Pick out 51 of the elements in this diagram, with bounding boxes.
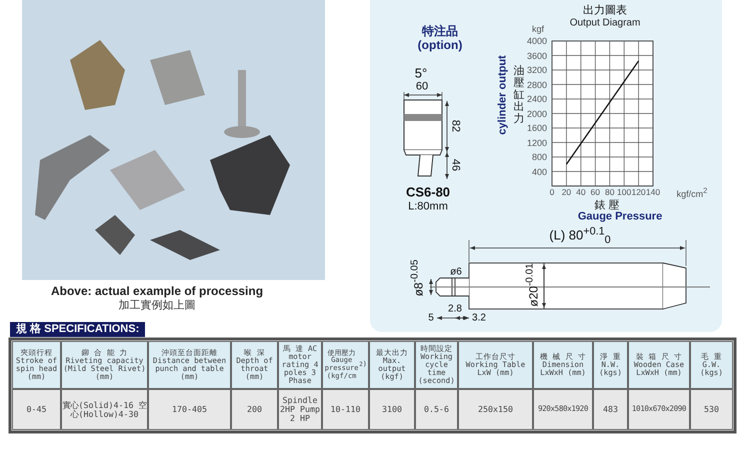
table-cell: 170-405 (148, 389, 231, 430)
dimension-label: 46 (448, 158, 462, 172)
tick-label: 4000 (526, 36, 547, 46)
table-cell: 483 (593, 389, 628, 430)
table-cell: 200 (231, 389, 278, 430)
tick-label: 1200 (526, 137, 547, 148)
tick-label: 3200 (526, 64, 547, 76)
tick-label: 40 (576, 188, 586, 198)
tick-label: 3600 (526, 50, 547, 61)
tick-label: 80 (604, 188, 614, 198)
length-note: L:80mm (408, 200, 448, 214)
table-cell: Spindle 2HP Pump 2 HP (278, 389, 322, 430)
model-name: CS6-80 (406, 186, 450, 200)
dimension-label: ø6 (450, 266, 462, 278)
dimension-label: 2.8 (448, 303, 462, 315)
axis-title: cylinder output (496, 55, 510, 135)
axis-title: 油壓缸出力 (513, 64, 525, 126)
dimension-label: 3.2 (472, 312, 486, 324)
tick-label: 800 (532, 152, 547, 162)
table-cell: 0.5-6 (415, 389, 458, 430)
axis-title: Gauge Pressure (578, 210, 662, 224)
table-cell: 530 (690, 389, 733, 430)
axis-unit: kgf/cm$^{2}$ (676, 186, 708, 200)
table-cell: 10-110 (322, 389, 369, 430)
option-heading: 特注品 (option) (416, 25, 464, 53)
axis-unit: kgf (532, 24, 544, 34)
tick-label: 120 (631, 188, 646, 198)
caption: 加工實例如上圖 (118, 300, 196, 312)
tick-label: 2000 (526, 108, 547, 119)
chart-title: Output Diagram (570, 17, 640, 29)
axis-title: 錶 壓 (594, 200, 620, 212)
tick-label: 60 (590, 188, 600, 198)
tick-label: 400 (532, 166, 547, 177)
tick-label: 1600 (526, 122, 547, 134)
dimension-label: 5 (428, 312, 434, 324)
dimension-label: 60 (416, 80, 428, 94)
tick-label: 140 (646, 188, 660, 198)
table-cell: 250x150 (458, 389, 533, 430)
dimension-label: 5° (414, 66, 428, 82)
section-heading: 規 格 SPECIFICATIONS: (10, 322, 146, 337)
table-cell: 0-45 (12, 389, 61, 430)
tick-label: 2400 (526, 94, 547, 104)
table-cell: 3100 (369, 389, 415, 430)
chart-title: 出力圖表 (583, 4, 627, 18)
table-cell: 實心(Solid)4-16 空心(Hollow)4-30 (61, 389, 148, 430)
tick-label: 0 (550, 188, 554, 198)
dimension-label: 82 (448, 120, 462, 132)
tick-label: 20 (562, 188, 572, 198)
tick-label: 100 (617, 188, 632, 198)
tick-label: 2800 (526, 79, 547, 90)
caption: Above: actual example of processing (50, 285, 264, 299)
